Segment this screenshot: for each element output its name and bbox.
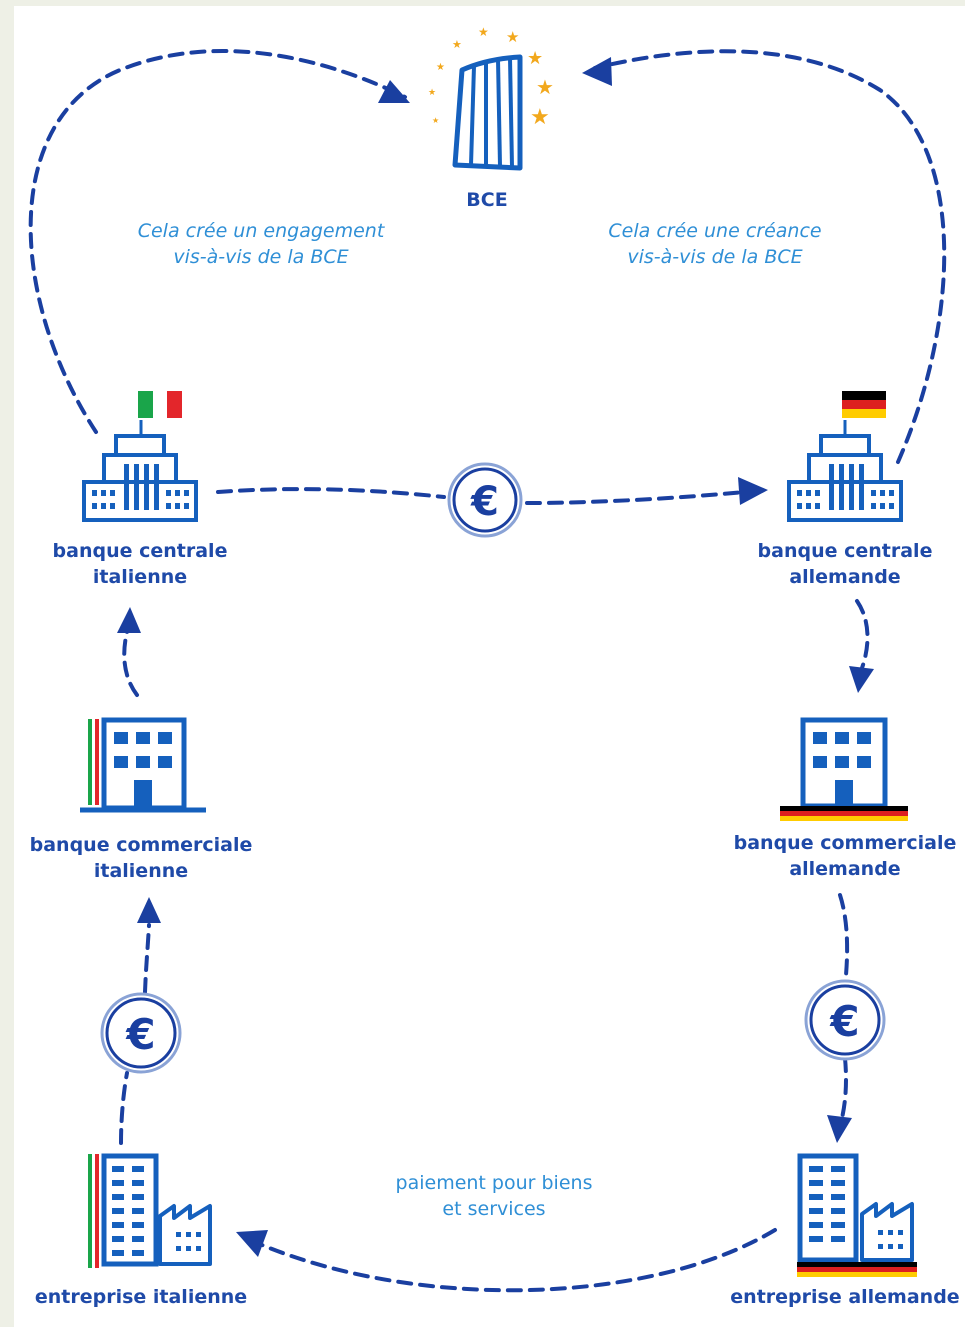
euro-coin-left: € <box>100 992 182 1074</box>
euro-coin-center: € <box>447 462 523 538</box>
ncb-de-label-line2: allemande <box>789 566 900 588</box>
liability-note-line1: Cela crée un engagement <box>138 220 386 242</box>
arrow-euro-to-ncb-de <box>525 490 746 505</box>
svg-text:★: ★ <box>428 88 436 98</box>
arrow-ncb-it-to-bce <box>28 49 407 434</box>
arrowhead-firm-it <box>236 1230 268 1257</box>
arrowhead-ncb-it-up <box>117 607 141 633</box>
claim-note-line2: vis-à-vis de la BCE <box>627 246 802 268</box>
payment-note-line1: paiement pour biens <box>396 1172 593 1194</box>
arrowhead-bce-left <box>378 80 410 103</box>
ncb-it-label-line1: banque centrale <box>53 540 228 562</box>
diagram-frame <box>14 6 965 1327</box>
euro-symbol-right: € <box>829 997 859 1046</box>
euro-symbol-center: € <box>470 479 499 525</box>
central-bank-building-icon-it <box>82 420 198 522</box>
svg-text:★: ★ <box>478 25 489 39</box>
svg-text:★: ★ <box>536 75 554 99</box>
arrow-euro-to-firm-de <box>840 1056 848 1120</box>
svg-text:★: ★ <box>436 62 445 73</box>
bank-it-label-line2: italienne <box>94 860 188 882</box>
arrowhead-firm-de-down <box>827 1115 852 1143</box>
arrow-euro-to-bank-it <box>143 923 151 994</box>
arrowhead-bce-right <box>582 57 612 86</box>
bank-it-label-line1: banque commerciale <box>30 834 253 856</box>
company-factory-icon-it <box>88 1153 212 1268</box>
svg-text:★: ★ <box>432 116 439 125</box>
arrowhead-bank-de-down <box>849 666 874 693</box>
central-bank-building-icon-de <box>787 420 903 522</box>
arrow-bank-de-to-euro <box>838 893 850 977</box>
arrow-firm-de-to-firm-it <box>260 1228 777 1293</box>
commercial-bank-icon-it <box>80 717 206 813</box>
eu-stars-icon: ★ ★ ★ ★ ★ ★ ★ ★ ★ <box>428 25 554 130</box>
ncb-it-label-line2: italienne <box>93 566 187 588</box>
liability-note-line2: vis-à-vis de la BCE <box>173 246 348 268</box>
euro-coin-right: € <box>804 979 886 1061</box>
svg-text:★: ★ <box>506 28 519 46</box>
payment-note-line2: et services <box>442 1198 545 1220</box>
claim-note-line1: Cela crée une créance <box>608 220 821 242</box>
arrow-ncb-de-to-bank-de <box>855 599 870 670</box>
arrow-bank-it-to-ncb-it <box>122 626 139 697</box>
ncb-de-label-line1: banque centrale <box>758 540 933 562</box>
company-factory-icon-de <box>797 1153 917 1277</box>
italy-flag-icon <box>138 391 182 418</box>
arrow-firm-it-to-euro <box>119 1071 129 1145</box>
bce-label: BCE <box>466 189 507 211</box>
svg-text:★: ★ <box>527 48 543 69</box>
bank-de-label-line1: banque commerciale <box>734 832 957 854</box>
ecb-tower-icon <box>452 54 523 171</box>
commercial-bank-icon-de <box>780 717 908 821</box>
germany-flag-icon <box>842 391 886 418</box>
firm-it-label: entreprise italienne <box>35 1286 247 1308</box>
svg-text:★: ★ <box>530 105 550 130</box>
arrowhead-ncb-de <box>738 477 768 505</box>
arrowhead-bank-it-up <box>137 897 161 923</box>
euro-symbol-left: € <box>125 1010 155 1059</box>
arrow-ncb-it-to-euro <box>216 487 446 499</box>
svg-text:★: ★ <box>452 38 462 51</box>
bank-de-label-line2: allemande <box>789 858 900 880</box>
arrow-ncb-de-to-bce <box>593 49 947 464</box>
firm-de-label: entreprise allemande <box>730 1286 959 1308</box>
